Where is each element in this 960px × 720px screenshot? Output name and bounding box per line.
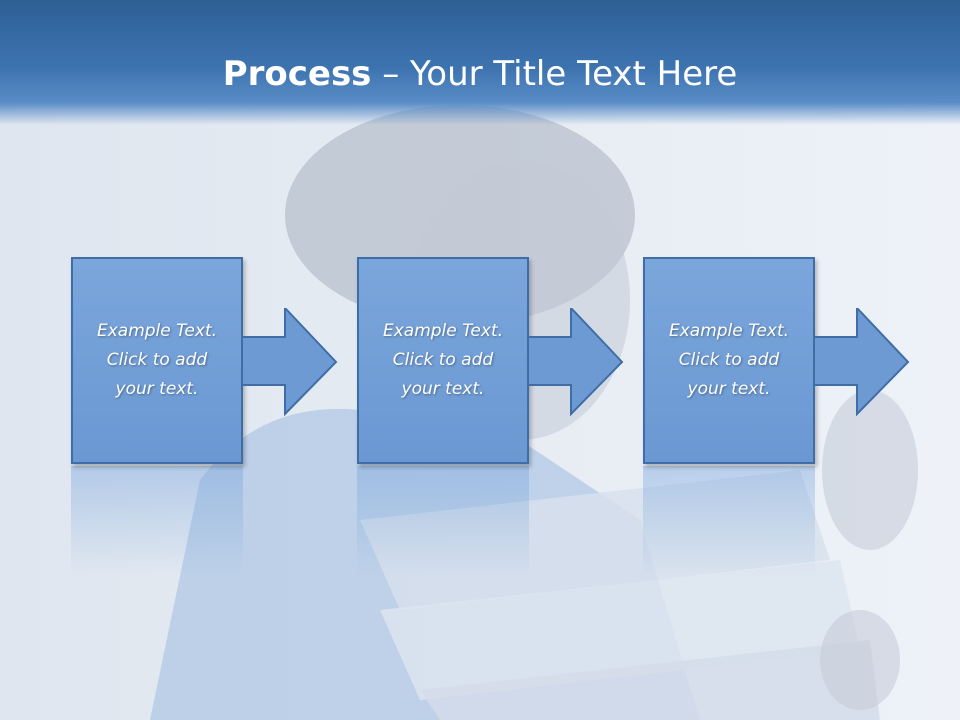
title-rest-text: – Your Title Text Here bbox=[371, 54, 738, 94]
step-2-reflection bbox=[357, 466, 529, 576]
right-arrow-icon bbox=[242, 308, 338, 416]
step-3-reflection bbox=[643, 466, 815, 576]
title-bar bbox=[0, 0, 960, 125]
step-2-text: Example Text. Click to add your text. bbox=[382, 321, 504, 399]
step-1-reflection bbox=[71, 466, 243, 576]
process-step-1[interactable]: Example Text. Click to add your text. bbox=[71, 257, 243, 464]
process-step-2[interactable]: Example Text. Click to add your text. bbox=[357, 257, 529, 464]
step-1-text: Example Text. Click to add your text. bbox=[96, 321, 218, 399]
step-3-text: Example Text. Click to add your text. bbox=[668, 321, 790, 399]
slide-title[interactable]: Process – Your Title Text Here bbox=[0, 52, 960, 96]
right-arrow-icon bbox=[528, 308, 624, 416]
right-arrow-icon bbox=[814, 308, 910, 416]
process-step-3[interactable]: Example Text. Click to add your text. bbox=[643, 257, 815, 464]
title-bold-text: Process bbox=[222, 54, 372, 94]
